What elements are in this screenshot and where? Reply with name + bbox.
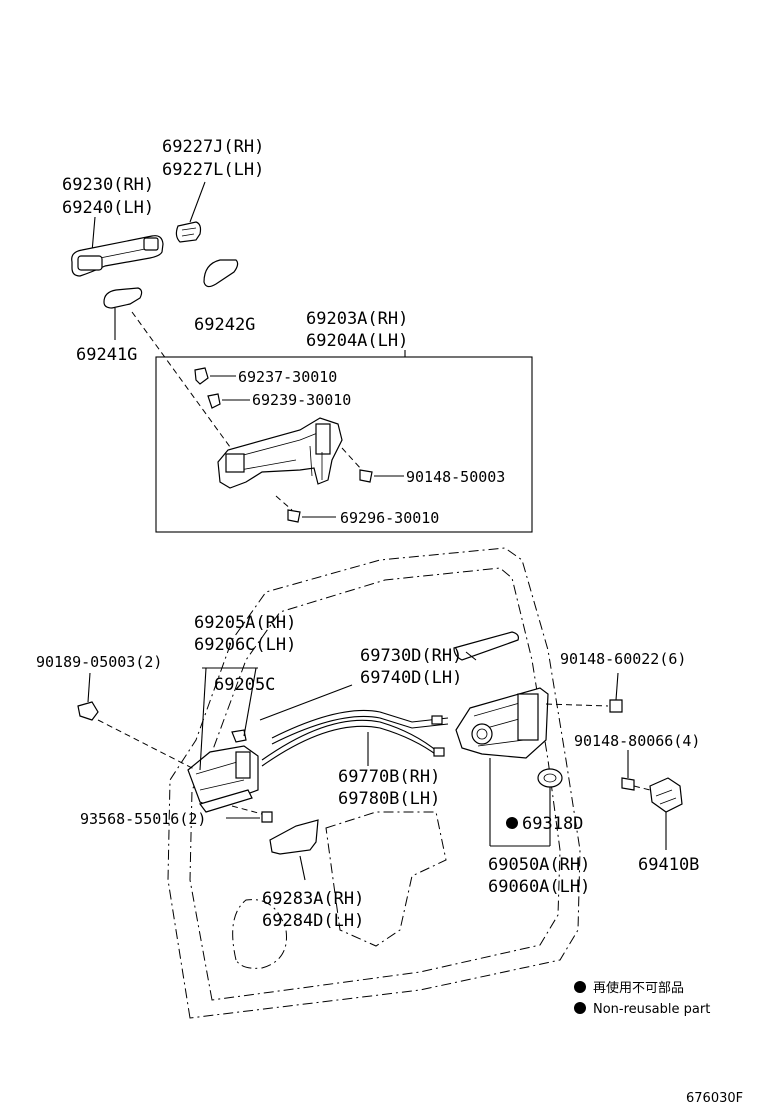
label-69284d: 69284D(LH) (262, 911, 364, 931)
label-69230: 69230(RH) (62, 175, 154, 195)
legend-text-jp: 再使用不可部品 (593, 980, 684, 996)
screw-90148-50003-part (341, 447, 373, 483)
clip-90189-part (77, 701, 99, 721)
label-69227j: 69227J(RH) (162, 137, 264, 157)
label-69283a: 69283A(RH) (262, 889, 364, 909)
screw-90148-60022-part (609, 699, 623, 713)
door-striker-part (649, 777, 683, 813)
legend-marker-en (574, 1002, 586, 1014)
label-69240: 69240(LH) (62, 198, 154, 218)
label-69296: 69296-30010 (340, 509, 439, 527)
label-69242g: 69242G (194, 315, 255, 335)
label-90148-50003: 90148-50003 (406, 468, 505, 486)
handle-pad-rear-part (203, 259, 239, 288)
lock-cables-part (261, 709, 449, 767)
inner-handle-part (187, 745, 259, 813)
link-rod-part (453, 631, 519, 661)
clip-69237-part (194, 367, 209, 385)
label-69206c: 69206C(LH) (194, 635, 296, 655)
label-69203a: 69203A(RH) (306, 309, 408, 329)
label-69241g: 69241G (76, 345, 137, 365)
label-69050a: 69050A(RH) (488, 855, 590, 875)
handle-frame-part (217, 417, 343, 489)
legend-text-en: Non-reusable part (593, 1002, 710, 1017)
inner-cover-part (269, 819, 319, 855)
figure-code: 676030F (686, 1091, 743, 1106)
label-69780b: 69780B(LH) (338, 789, 440, 809)
lock-seal-part (537, 768, 563, 788)
label-69237: 69237-30010 (238, 368, 337, 386)
legend-marker-jp (574, 981, 586, 993)
legend: 再使用不可部品 Non-reusable part (574, 980, 710, 1017)
label-69204a: 69204A(LH) (306, 331, 408, 351)
label-69318d: 69318D (522, 814, 583, 834)
label-69770b: 69770B(RH) (338, 767, 440, 787)
bolt-69296-30010-part (275, 495, 301, 523)
clip-69239-part (207, 393, 221, 409)
clip-69205c-part (231, 729, 247, 743)
handle-cap-part (175, 221, 202, 243)
door-outline (167, 547, 581, 1019)
label-69060a: 69060A(LH) (488, 877, 590, 897)
non-reusable-marker-69318d (506, 817, 518, 829)
label-69227l: 69227L(LH) (162, 160, 264, 180)
label-69205c: 69205C (214, 675, 275, 695)
label-69730d: 69730D(RH) (360, 646, 462, 666)
outside-handle-part (71, 235, 164, 277)
door-lock-assembly-part (455, 687, 549, 759)
handle-pad-front-part (103, 287, 143, 309)
label-69205a: 69205A(RH) (194, 613, 296, 633)
frame-assembly-box (155, 356, 533, 533)
label-69740d: 69740D(LH) (360, 668, 462, 688)
label-93568: 93568-55016(2) (80, 810, 206, 828)
label-90189: 90189-05003(2) (36, 653, 162, 671)
label-90148-80066: 90148-80066(4) (574, 732, 700, 750)
label-69239: 69239-30010 (252, 391, 351, 409)
screw-93568-part (231, 805, 273, 823)
label-69410b: 69410B (638, 855, 699, 875)
screw-90148-80066-part (621, 777, 651, 791)
label-90148-60022: 90148-60022(6) (560, 650, 686, 668)
